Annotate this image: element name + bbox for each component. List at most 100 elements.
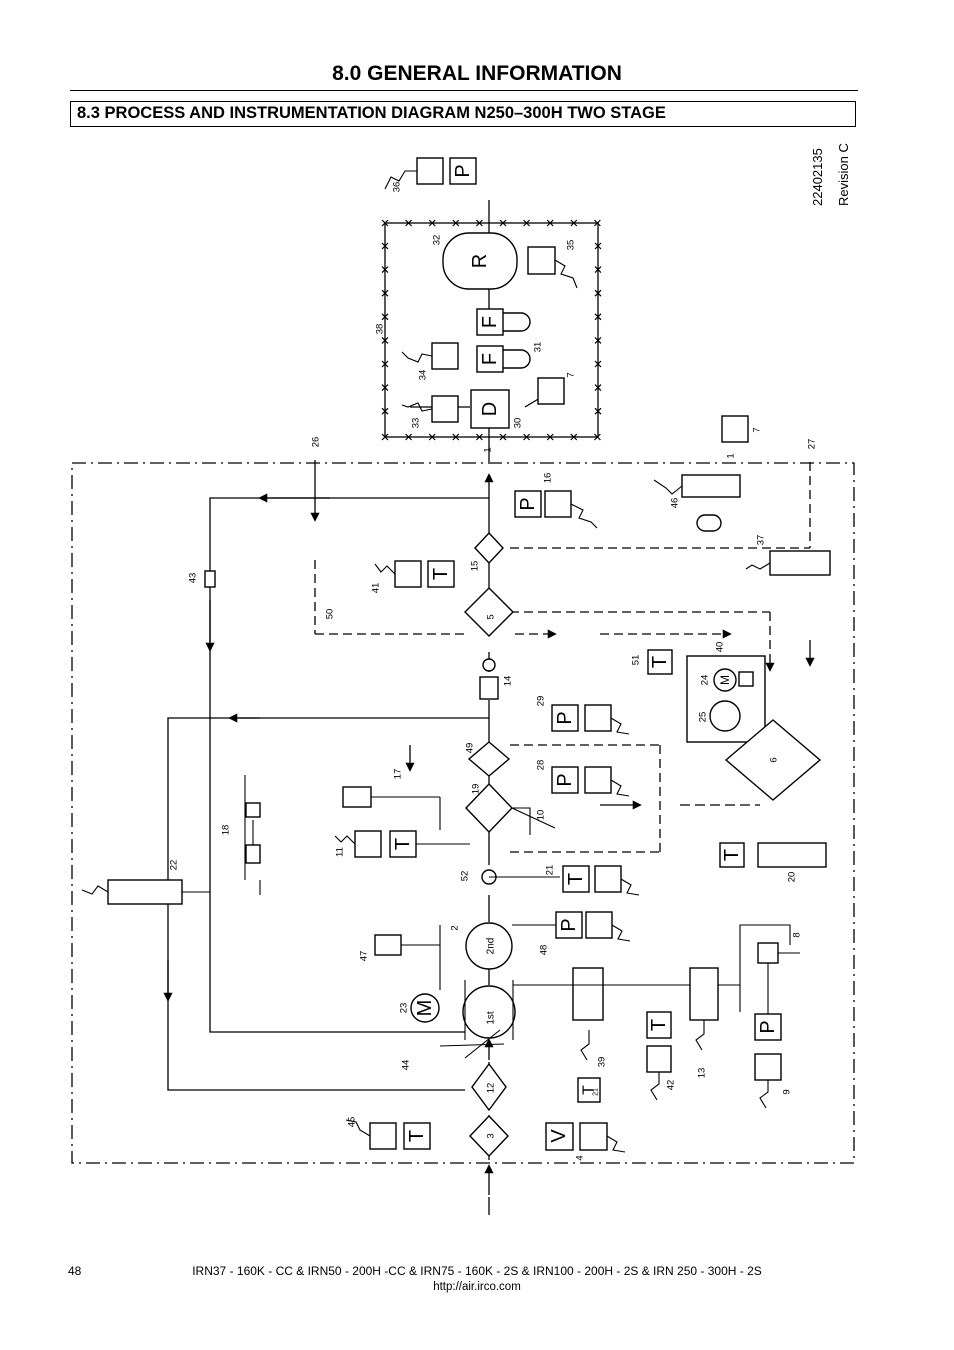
enclosure-x-mark bbox=[381, 433, 389, 441]
section-header: 8.3 PROCESS AND INSTRUMENTATION DIAGRAM … bbox=[70, 101, 856, 127]
filter-49 bbox=[467, 741, 511, 777]
main-motor-23 bbox=[410, 993, 440, 1023]
valve-39-block bbox=[572, 967, 604, 1021]
temp-switch-21 bbox=[594, 865, 622, 893]
ref-46: 46 bbox=[670, 498, 681, 509]
ref-23: 23 bbox=[399, 1003, 410, 1014]
enclosure-x-mark bbox=[381, 219, 389, 227]
ref-5: 5 bbox=[486, 614, 497, 619]
pressure-switch-16 bbox=[544, 490, 572, 518]
ref-26: 26 bbox=[311, 437, 322, 448]
enclosure-x-mark bbox=[594, 266, 602, 274]
temp-switch-11 bbox=[354, 830, 382, 858]
ref-3: 3 bbox=[486, 1133, 497, 1138]
ref-13: 13 bbox=[697, 1068, 708, 1079]
pressure-switch-36 bbox=[416, 157, 444, 185]
pressure-symbol-9: P bbox=[757, 1020, 779, 1033]
ref-41: 41 bbox=[371, 583, 382, 594]
ref-7-dryer: 7 bbox=[566, 372, 577, 377]
motor-thermal-24 bbox=[738, 671, 754, 687]
enclosure-x-mark bbox=[570, 219, 578, 227]
package-boundary bbox=[71, 462, 855, 1164]
ref-36: 36 bbox=[392, 182, 403, 193]
enclosure-x-marks bbox=[381, 219, 602, 441]
main-motor-symbol: M bbox=[414, 1000, 436, 1017]
ref-33: 33 bbox=[411, 418, 422, 429]
ref-48: 48 bbox=[539, 945, 550, 956]
ref-44: 44 bbox=[401, 1060, 412, 1071]
ref-21: 21 bbox=[545, 865, 556, 876]
temp-symbol-20: T bbox=[721, 849, 743, 861]
ref-2: 2 bbox=[450, 925, 461, 930]
motor-symbol-24: M bbox=[718, 675, 732, 685]
ref-10: 10 bbox=[536, 810, 547, 821]
drain-7-outside bbox=[721, 415, 749, 443]
enclosure-x-mark bbox=[381, 336, 389, 344]
fan-25 bbox=[709, 700, 741, 732]
enclosure-x-mark bbox=[594, 242, 602, 250]
pressure-transducer-16 bbox=[514, 490, 542, 518]
ref-20: 20 bbox=[787, 872, 798, 883]
ref-14: 14 bbox=[503, 676, 514, 687]
ref-29: 29 bbox=[536, 696, 547, 707]
enclosure-x-mark bbox=[594, 289, 602, 297]
enclosure-x-mark bbox=[593, 433, 601, 441]
ref-39: 39 bbox=[597, 1057, 608, 1068]
enclosure-x-mark bbox=[499, 433, 507, 441]
pressure-switch-9 bbox=[754, 1053, 782, 1081]
enclosure-x-mark bbox=[428, 219, 436, 227]
footer-url: http://air.irco.com bbox=[433, 1281, 521, 1293]
ref-22: 22 bbox=[169, 860, 180, 871]
pressure-transducer-29 bbox=[551, 704, 579, 732]
temp-switch-41 bbox=[394, 560, 422, 588]
pressure-symbol-48: P bbox=[558, 918, 580, 931]
valve-14 bbox=[479, 676, 499, 700]
ref-51: 51 bbox=[631, 655, 642, 666]
ref-11: 11 bbox=[335, 847, 346, 857]
footer-models: IRN37 - 160K - CC & IRN50 - 200H -CC & I… bbox=[192, 1264, 762, 1278]
temp-symbol-41: T bbox=[430, 568, 452, 580]
ref-42: 42 bbox=[666, 1080, 677, 1091]
temp-switch-45 bbox=[369, 1122, 397, 1150]
enclosure-x-mark bbox=[594, 336, 602, 344]
enclosure-x-mark bbox=[428, 433, 436, 441]
ref-30: 30 bbox=[513, 418, 524, 429]
filter-lower bbox=[476, 345, 504, 373]
enclosure-x-mark bbox=[523, 219, 531, 227]
valve-43 bbox=[204, 570, 216, 588]
ref-32: 32 bbox=[432, 235, 443, 246]
ref-8: 8 bbox=[792, 932, 803, 937]
receiver-symbol: R bbox=[469, 254, 491, 268]
ref-25: 25 bbox=[698, 712, 709, 723]
enclosure-x-mark bbox=[499, 219, 507, 227]
temp-switch-42 bbox=[646, 1045, 672, 1073]
temp-switch-33 bbox=[431, 395, 459, 423]
compressor-stage-1 bbox=[462, 985, 516, 1039]
enclosure-x-mark bbox=[594, 360, 602, 368]
temp-symbol-45: T bbox=[406, 1130, 428, 1142]
filter-18b bbox=[245, 844, 261, 864]
ref-12: 12 bbox=[486, 1083, 497, 1094]
pressure-symbol-36: P bbox=[452, 164, 474, 177]
ref-15: 15 bbox=[470, 561, 481, 572]
temp-switch-34 bbox=[431, 342, 459, 370]
stage-1-label: 1st bbox=[486, 1011, 497, 1025]
enclosure-x-mark bbox=[452, 219, 460, 227]
pressure-switch-28 bbox=[584, 766, 612, 794]
pressure-symbol-16: P bbox=[517, 497, 539, 510]
temp-symbol-39: T bbox=[581, 1085, 598, 1095]
pressure-symbol-29: P bbox=[554, 711, 576, 724]
solenoid-valve-46 bbox=[681, 474, 741, 498]
ref-31: 31 bbox=[533, 342, 544, 353]
temp-sensor-41 bbox=[427, 560, 455, 588]
ref-17: 17 bbox=[393, 769, 404, 780]
enclosure-x-mark bbox=[405, 433, 413, 441]
temp-symbol-51: T bbox=[649, 656, 671, 668]
enclosure-x-mark bbox=[523, 433, 531, 441]
separator-19 bbox=[465, 782, 513, 834]
temp-sensor-20 bbox=[719, 842, 745, 868]
ref-40: 40 bbox=[715, 642, 726, 653]
filter-18a bbox=[245, 802, 261, 818]
valve-17 bbox=[342, 786, 372, 808]
drain-7-dryer bbox=[537, 377, 565, 405]
